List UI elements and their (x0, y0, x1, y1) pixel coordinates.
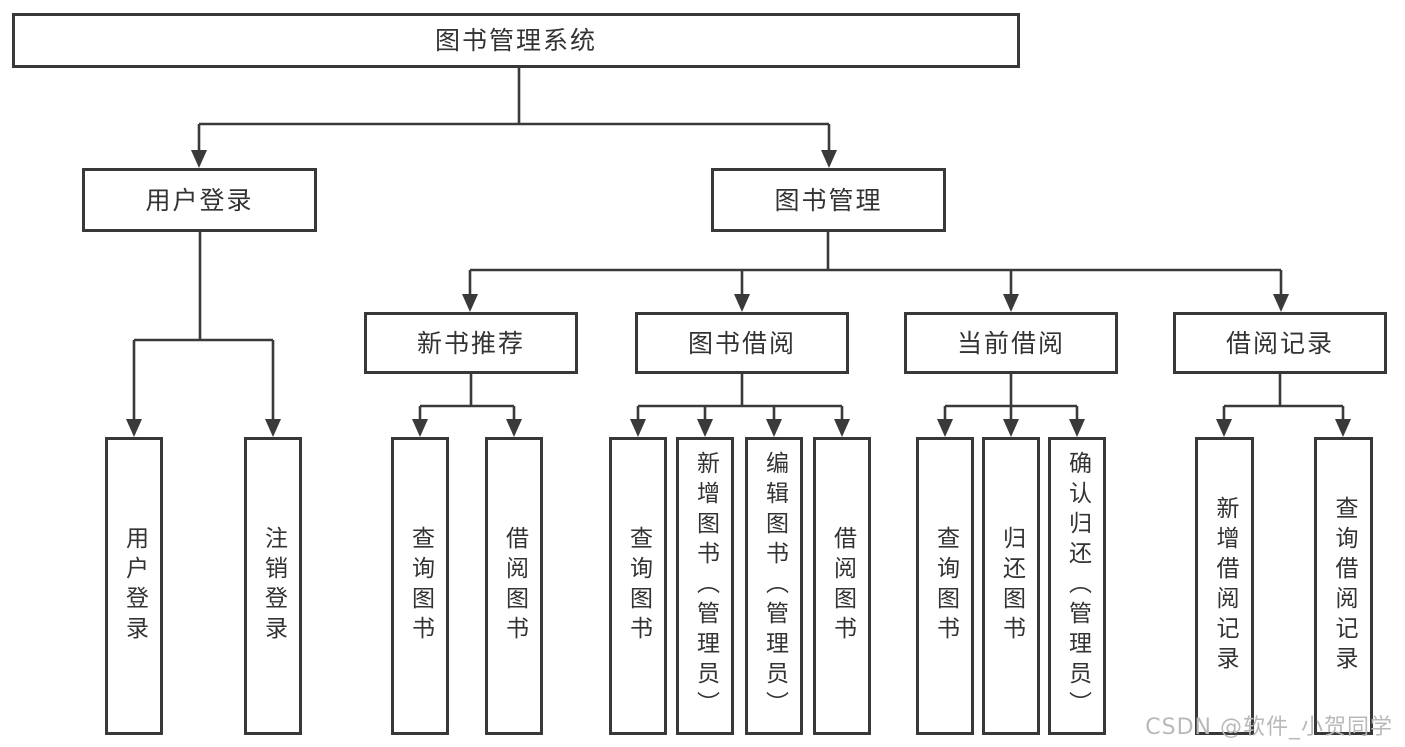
leaf-query-books-borrow: 查询图书 (609, 437, 667, 735)
arrowheads-book-borrow-children (630, 419, 850, 437)
leaf-user-login: 用户登录 (105, 437, 163, 735)
leaf-query-books-current: 查询图书 (916, 437, 974, 735)
arrowheads-current-borrow-children (937, 419, 1085, 437)
leaf-borrow-books-recommend: 借阅图书 (485, 437, 543, 735)
connector-user-login-children (132, 232, 275, 421)
arrowheads-new-book-recommend-children (412, 419, 522, 437)
leaf-edit-book-admin: 编辑图书（管理员） (745, 437, 803, 735)
connector-root-to-level2 (197, 68, 831, 152)
leaf-query-books-recommend: 查询图书 (391, 437, 449, 735)
arrowheads-root-to-level2 (191, 150, 837, 168)
connector-new-book-recommend-children (418, 374, 516, 421)
arrowheads-borrow-records-children (1216, 419, 1351, 437)
arrowheads-book-management-children (462, 294, 1289, 312)
leaf-add-book-admin: 新增图书（管理员） (676, 437, 734, 735)
node-borrow-records: 借阅记录 (1173, 312, 1387, 374)
node-current-borrow: 当前借阅 (904, 312, 1118, 374)
node-library-management-system: 图书管理系统 (12, 13, 1020, 68)
arrowheads-user-login-children (126, 419, 281, 437)
node-book-borrow: 图书借阅 (635, 312, 849, 374)
connector-borrow-records-children (1222, 374, 1345, 421)
node-user-login: 用户登录 (82, 168, 317, 232)
leaf-logout: 注销登录 (244, 437, 302, 735)
leaf-query-borrow-record: 查询借阅记录 (1314, 437, 1373, 735)
connector-book-management-children (468, 232, 1283, 296)
leaf-return-book: 归还图书 (982, 437, 1040, 735)
leaf-add-borrow-record: 新增借阅记录 (1195, 437, 1254, 735)
leaf-borrow-books: 借阅图书 (813, 437, 871, 735)
node-book-management: 图书管理 (711, 168, 946, 232)
node-new-book-recommend: 新书推荐 (364, 312, 578, 374)
connector-current-borrow-children (943, 374, 1079, 421)
leaf-confirm-return-admin: 确认归还（管理员） (1048, 437, 1106, 735)
csdn-watermark: CSDN @软件_小贺同学 (1145, 715, 1393, 740)
connector-book-borrow-children (636, 374, 844, 421)
